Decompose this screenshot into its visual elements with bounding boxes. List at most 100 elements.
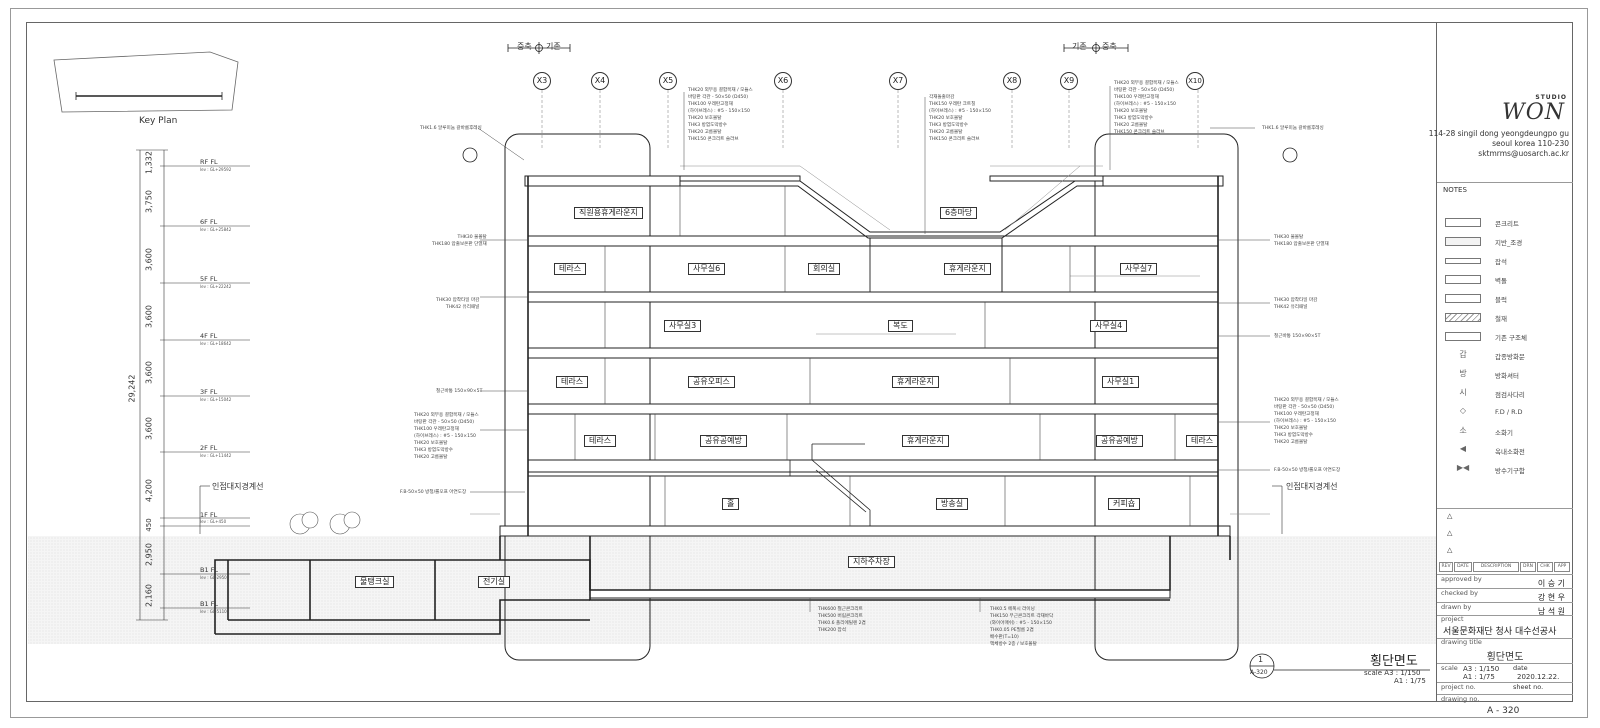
legend-water-box: ▶◀방수기구함 — [1456, 463, 1525, 475]
legend-fd-rd: ◇F.D / R.D — [1459, 406, 1523, 416]
scale-label: scale — [1441, 664, 1458, 672]
level-2f: 2F FL — [200, 444, 218, 452]
dim-10: 2,160 — [144, 584, 154, 607]
stamp-scale-a3: scale A3 : 1/150 — [1364, 669, 1421, 677]
notes-label: NOTES — [1443, 186, 1467, 194]
checked-value: 강 현 우 — [1537, 593, 1565, 602]
room-office7: 사무실7 — [1120, 263, 1158, 275]
outer-frame — [10, 8, 1588, 718]
grid-bubble-x6: X6 — [774, 72, 792, 90]
dim-7: 4,200 — [144, 479, 154, 502]
rev-header-desc: DESCRIPTION — [1473, 562, 1519, 572]
room-parking: 지하주차장 — [848, 556, 895, 568]
legend-hydrant: ◀옥내소화전 — [1459, 444, 1525, 456]
address-line-3: sktmrms@uosarch.ac.kr — [1478, 149, 1569, 158]
project-value: 서울문화재단 청사 대수선공사 — [1443, 627, 1557, 637]
title-block: STUDIO WON 114-28 singil dong yeongdeung… — [1429, 22, 1573, 716]
dim-1: 1,332 — [144, 151, 154, 174]
drawing-no-value: A - 320 — [1487, 706, 1520, 716]
rev-header-app: APP — [1554, 562, 1570, 572]
approved-label: approved by — [1441, 575, 1482, 583]
room-cafe: 커피숍 — [1108, 498, 1141, 510]
marker-left-b: 기존 — [546, 42, 561, 51]
dim-total: 29,242 — [127, 374, 137, 403]
boundary-leaders — [199, 485, 1283, 534]
room-2f-terrace-left: 테라스 — [584, 435, 617, 447]
checked-label: checked by — [1441, 589, 1478, 597]
dim-8: 450 — [145, 518, 153, 532]
room-office4: 사무실4 — [1090, 320, 1128, 332]
level-1f-sub: lev : GL+450 — [200, 519, 227, 524]
trees — [289, 511, 361, 535]
tb-rule-projno — [1437, 682, 1573, 683]
date-value: 2020.12.22. — [1517, 673, 1560, 681]
interior-walls — [574, 186, 1191, 526]
grid-bubble-x5: X5 — [659, 72, 677, 90]
dim-5: 3,600 — [144, 361, 154, 384]
stamp-title: 횡단면도 — [1370, 654, 1418, 669]
room-3f-lounge: 휴게라운지 — [892, 376, 939, 388]
legend-existing: 기존 구조체 — [1445, 330, 1573, 344]
level-4f: 4F FL — [200, 332, 218, 340]
extension-outline-left — [504, 133, 651, 661]
level-rf-sub: lev : GL+29592 — [200, 167, 232, 172]
marker-lines — [507, 42, 1129, 54]
note-right-4f: 철근바통 150×90×5T — [1274, 334, 1321, 339]
extension-outline-right — [1094, 133, 1239, 661]
level-b1-lower: B1 FL — [200, 600, 219, 608]
room-2f-hall-right: 공유공예방 — [1096, 435, 1143, 447]
inner-frame — [26, 22, 1573, 702]
drawn-value: 남 석 원 — [1537, 607, 1565, 616]
grid-bubble-x10: X10 — [1186, 72, 1204, 90]
level-4f-sub: lev : GL+18642 — [200, 341, 232, 346]
rev-header-rev: REV — [1439, 562, 1453, 572]
project-no-label: project no. — [1441, 683, 1476, 691]
note-left-3f: 철근바통 150×90×5T — [436, 389, 483, 394]
drawn-label: drawn by — [1441, 603, 1472, 611]
room-3f-terrace: 테라스 — [556, 376, 589, 388]
level-1f: 1F FL — [200, 511, 218, 519]
scale-a1: A1 : 1/75 — [1463, 673, 1495, 681]
tb-rule — [1437, 182, 1573, 183]
rev-header-date: DATE — [1454, 562, 1472, 572]
room-water-tank: 물탱크실 — [355, 576, 395, 588]
structure-lines — [214, 176, 1231, 635]
boundary-label-left: 인접대지경계선 — [212, 482, 264, 491]
room-5f-terrace: 테라스 — [554, 263, 587, 275]
drawing-stamp-graphic — [1249, 653, 1430, 679]
tb-rule-rev — [1437, 508, 1573, 509]
tb-rule-drawno — [1437, 694, 1573, 695]
section-drawing — [28, 42, 1436, 679]
room-2f-terrace-right: 테라스 — [1186, 435, 1219, 447]
grid-bubble-x7: X7 — [889, 72, 907, 90]
room-shared-office: 공유오피스 — [688, 376, 735, 388]
room-hall: 홀 — [722, 498, 740, 510]
grid-bubble-x8: X8 — [1003, 72, 1021, 90]
level-rf: RF FL — [200, 158, 218, 166]
marker-right-a: 기존 — [1072, 42, 1087, 51]
tb-rule-title — [1437, 638, 1573, 639]
tb-rule-approved — [1437, 574, 1573, 575]
tb-rule-drawn — [1437, 602, 1573, 603]
grid-bubble-x3: X3 — [533, 72, 551, 90]
room-corridor: 복도 — [888, 320, 913, 332]
tb-rule-project — [1437, 615, 1573, 616]
stairs — [789, 443, 871, 526]
legend-ground: 지반_조경 — [1445, 235, 1573, 249]
rev-mark-3: △ — [1447, 546, 1453, 554]
room-office3: 사무실3 — [664, 320, 702, 332]
room-electrical: 전기실 — [478, 576, 511, 588]
legend-steel: 철재 — [1445, 311, 1573, 325]
drawing-title-label: drawing title — [1441, 638, 1482, 646]
address-line-1: 114-28 singil dong yeongdeungpo gu — [1428, 129, 1569, 138]
railings — [470, 165, 1270, 515]
level-b1: B1 FL — [200, 566, 219, 574]
level-2f-sub: lev : GL+11442 — [200, 453, 232, 458]
